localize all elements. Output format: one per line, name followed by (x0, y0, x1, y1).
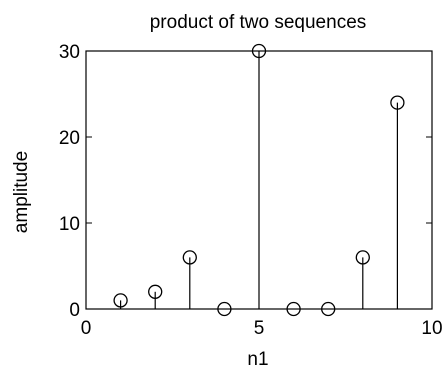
y-tick-label: 10 (59, 214, 80, 235)
x-tick-label: 10 (421, 318, 442, 339)
stem-marker (355, 250, 370, 265)
x-axis-label: n1 (247, 349, 268, 370)
stem-marker (251, 43, 267, 59)
x-tick-label: 0 (81, 318, 92, 339)
stem-marker (286, 301, 301, 317)
stem-marker (148, 284, 163, 299)
y-tick-label: 0 (69, 300, 80, 321)
tick-marks: 0 5 10 0 10 20 30 (59, 42, 443, 339)
y-axis-label: amplitude (11, 151, 32, 233)
chart-title: product of two sequences (150, 12, 367, 33)
stem-marker (113, 293, 128, 308)
stem-marker (321, 301, 336, 317)
stem-marker (217, 301, 232, 317)
y-tick-label: 30 (59, 42, 80, 63)
x-tick-label: 5 (254, 318, 265, 339)
data-marks (113, 43, 405, 317)
stem-marker (390, 95, 405, 110)
y-tick-label: 20 (59, 128, 80, 149)
stem-marker (182, 250, 197, 265)
